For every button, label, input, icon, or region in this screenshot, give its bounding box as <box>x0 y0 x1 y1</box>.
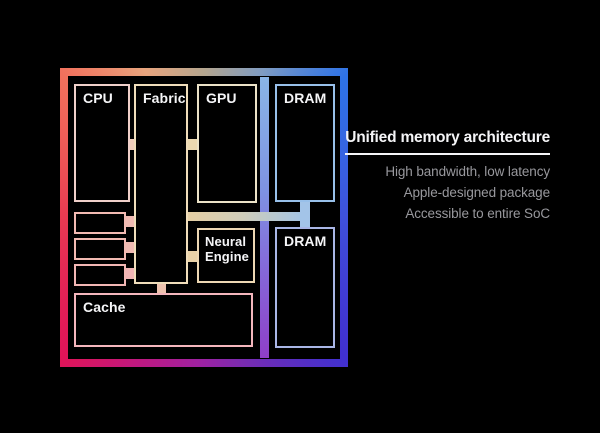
gpu-label: GPU <box>206 90 237 106</box>
cpu-block: CPU <box>74 84 130 202</box>
aux3-fabric-connector <box>124 268 136 279</box>
memory-bus-connector <box>188 212 310 221</box>
dram-bus-stub-connector <box>300 202 310 227</box>
aux1-fabric-connector <box>124 216 136 227</box>
bullet-line: Apple-designed package <box>403 185 551 200</box>
panel-title: Unified memory architecture <box>345 129 550 155</box>
aux2-fabric-connector <box>124 242 136 253</box>
dram-bottom-label: DRAM <box>284 233 327 249</box>
fabric-neural-engine-connector <box>186 251 199 262</box>
fabric-block: Fabric <box>134 84 188 284</box>
panel-bullets: High bandwidth, low latency Apple-design… <box>385 161 550 224</box>
cpu-label: CPU <box>83 90 113 106</box>
text-panel: Unified memory architecture High bandwid… <box>345 129 550 224</box>
neural-engine-label: Neural Engine <box>205 234 249 264</box>
aux-block-1 <box>74 212 126 234</box>
bullet-line: High bandwidth, low latency <box>385 164 550 179</box>
fabric-cache-connector <box>157 282 166 295</box>
fabric-gpu-connector <box>186 139 199 150</box>
cache-label: Cache <box>83 299 126 315</box>
dram-top-block: DRAM <box>275 84 335 202</box>
dram-bottom-block: DRAM <box>275 227 335 348</box>
bullet-line: Accessible to entire SoC <box>405 206 550 221</box>
dram-top-label: DRAM <box>284 90 327 106</box>
neural-engine-block: Neural Engine <box>197 228 255 283</box>
aux-block-3 <box>74 264 126 286</box>
gpu-block: GPU <box>197 84 257 203</box>
cpu-fabric-connector <box>128 139 136 150</box>
cache-block: Cache <box>74 293 253 347</box>
fabric-label: Fabric <box>143 90 186 106</box>
aux-block-2 <box>74 238 126 260</box>
